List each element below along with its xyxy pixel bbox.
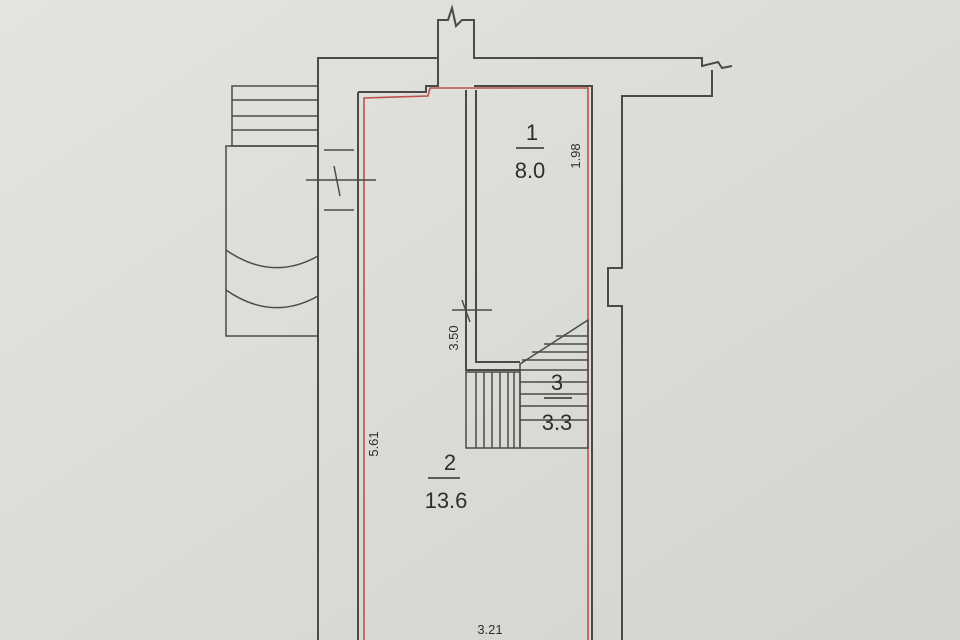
exterior-stairs — [225, 85, 376, 337]
stair-room-3 — [465, 318, 589, 449]
top-inner-wall-right — [474, 85, 593, 640]
room-area-2: 13.6 — [425, 488, 468, 513]
top-outer-wall — [437, 4, 733, 70]
room-area-1: 8.0 — [515, 158, 546, 183]
room-label-2: 2 13.6 — [425, 450, 468, 513]
dimension-room1-width: 1.98 — [568, 143, 583, 168]
outer-walls — [317, 4, 733, 640]
room-number-1: 1 — [526, 120, 538, 145]
left-outer-wall — [317, 57, 438, 640]
room-label-3: 3 3.3 — [542, 370, 573, 435]
dimension-room1-length: 3.50 — [446, 325, 461, 350]
room-number-2: 2 — [444, 450, 456, 475]
partition-room-1 — [452, 90, 520, 371]
dimension-room2-width: 3.21 — [477, 622, 502, 637]
room-label-1: 1 8.0 — [515, 120, 546, 183]
room-area-3: 3.3 — [542, 410, 573, 435]
right-outer-wall — [607, 70, 713, 640]
room-boundary — [363, 87, 589, 640]
dimension-room2-length: 5.61 — [366, 431, 381, 456]
room-number-3: 3 — [551, 370, 563, 395]
top-inner-wall-left — [358, 58, 439, 93]
